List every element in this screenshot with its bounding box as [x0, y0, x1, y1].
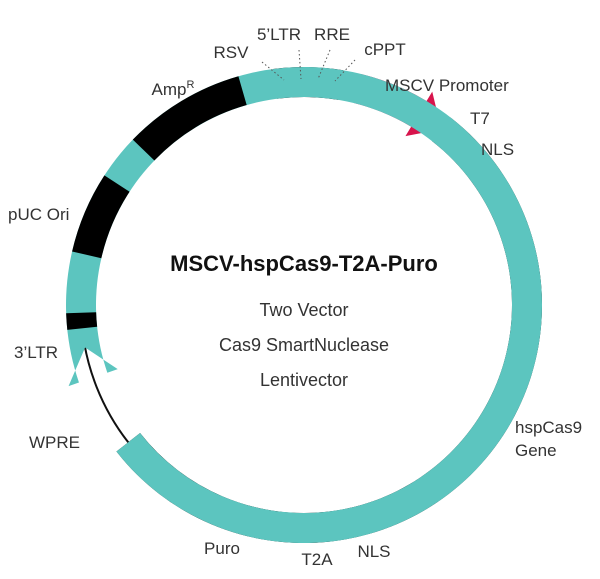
- ltr5-label: 5’LTR: [257, 25, 301, 44]
- subtitle-line-3: Lentivector: [260, 370, 348, 390]
- wpre-label: WPRE: [29, 433, 80, 452]
- hspcas9-label-line1: hspCas9: [515, 418, 582, 437]
- ltr3-label: 3’LTR: [14, 343, 58, 362]
- rre-label: RRE: [314, 25, 350, 44]
- msvc-promoter-label: MSCV Promoter: [385, 76, 509, 95]
- ampr-label: AmpR: [152, 79, 195, 99]
- hspcas9-label-line2: Gene: [515, 441, 557, 460]
- nls-bottom-label: NLS: [357, 542, 390, 561]
- nls-top-label: NLS: [481, 140, 514, 159]
- cppt-label: cPPT: [364, 40, 406, 59]
- t2a-label: T2A: [301, 550, 333, 569]
- puro-label: Puro: [204, 539, 240, 558]
- puc-ori-label: pUC Ori: [8, 205, 69, 224]
- rsv-leader: [261, 61, 285, 81]
- ampr-segment: [132, 76, 247, 161]
- rre-leader: [317, 49, 331, 80]
- plasmid-title: MSCV-hspCas9-T2A-Puro: [170, 251, 438, 276]
- rsv-label: RSV: [214, 43, 250, 62]
- subtitle-line-2: Cas9 SmartNuclease: [219, 335, 389, 355]
- subtitle-line-1: Two Vector: [259, 300, 348, 320]
- ltr3-segment: [66, 312, 98, 330]
- t7-label: T7: [470, 109, 490, 128]
- puc-ori-segment: [72, 175, 130, 259]
- cppt-leader: [334, 59, 356, 82]
- ltr5-leader: [298, 49, 302, 80]
